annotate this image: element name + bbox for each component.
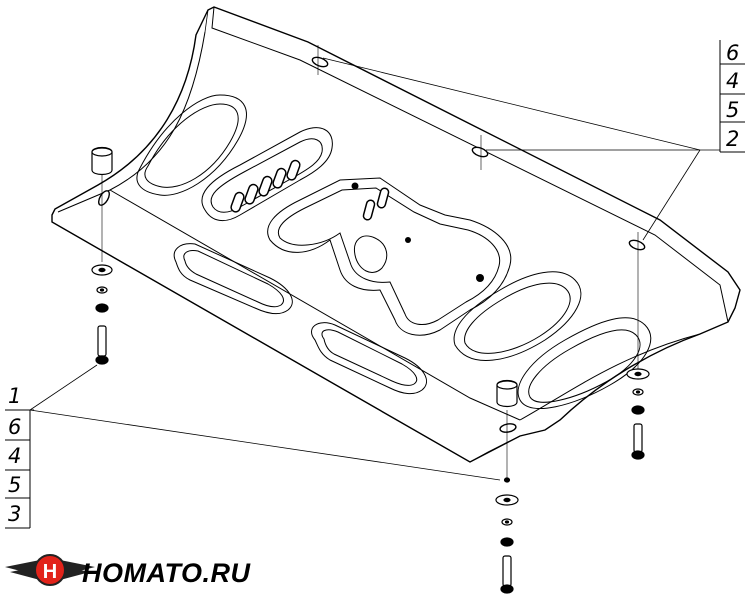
callout-5: 5 <box>726 98 739 122</box>
callout-5: 5 <box>8 473 21 497</box>
rib-oval-right-2 <box>517 317 652 409</box>
winged-h-logo-icon: H <box>5 554 95 586</box>
logo-letter: H <box>43 561 57 583</box>
rib-oval-lower-middle <box>311 322 427 395</box>
bolt-bottom <box>502 555 512 587</box>
rib-oval-left <box>136 94 247 196</box>
nut-right <box>631 405 645 415</box>
callout-1: 1 <box>8 384 21 408</box>
plate-holes <box>351 182 484 282</box>
fastener-stack-right <box>626 368 650 460</box>
callout-table-bottom-left: 1 6 4 5 3 <box>5 384 34 529</box>
bolt-right <box>633 423 643 453</box>
ventilation-slots <box>230 159 390 221</box>
nut-bottom <box>500 537 514 547</box>
brand-name: HOMATO.RU <box>82 558 251 588</box>
rib-oval-slots <box>201 127 333 222</box>
callout-6: 6 <box>8 415 21 439</box>
brand-logo: H HOMATO.RU <box>5 554 251 588</box>
callout-table-top-right: 6 4 5 2 <box>719 40 745 153</box>
rib-oval-right-1 <box>453 271 582 361</box>
callout-2: 2 <box>726 127 739 151</box>
bolt-left <box>97 325 107 357</box>
fastener-stack-bottom <box>495 379 519 594</box>
rib-oval-lower-left <box>173 243 293 315</box>
callout-3: 3 <box>8 502 21 526</box>
callout-4: 4 <box>8 444 21 468</box>
assembly-axis-lines <box>101 45 639 480</box>
nut-left <box>95 303 109 313</box>
leader-lines <box>29 57 720 481</box>
mounting-slots <box>98 56 646 433</box>
fastener-stack-left <box>91 146 113 365</box>
callout-4: 4 <box>726 69 739 93</box>
callout-6: 6 <box>726 41 739 65</box>
stamped-ribs <box>136 94 652 409</box>
